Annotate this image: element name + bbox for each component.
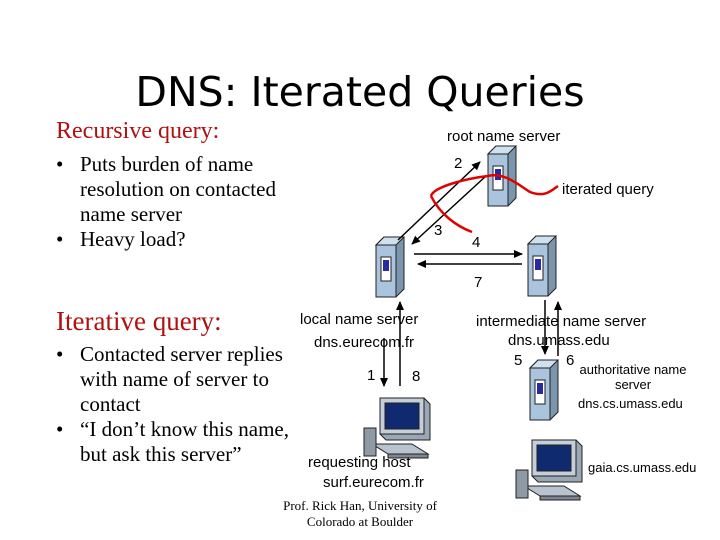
local-server-label: local name server: [300, 311, 419, 328]
iterative-bullet: “I don’t know this name, but ask this se…: [52, 417, 302, 467]
recursive-query-heading: Recursive query:: [56, 118, 220, 144]
iterative-query-heading: Iterative query:: [56, 306, 222, 336]
local-server-icon: [375, 236, 405, 298]
author-credit: Prof. Rick Han, University of Colorado a…: [283, 498, 437, 529]
authoritative-server-icon: [529, 359, 559, 421]
target-host-name: gaia.cs.umass.edu: [588, 460, 697, 475]
root-server-label: root name server: [447, 128, 561, 145]
requesting-host-name: surf.eurecom.fr: [323, 474, 424, 491]
authoritative-server-host: dns.cs.umass.edu: [578, 396, 683, 411]
iterated-query-annotation-curve: [429, 195, 473, 234]
step-3-arrow: [411, 175, 487, 245]
iterated-query-label: iterated query: [562, 181, 654, 198]
requesting-host-label: requesting host: [308, 454, 411, 471]
step-1-number: 1: [367, 367, 376, 384]
requesting-host-pc-icon: [363, 397, 431, 459]
page-title: DNS: Iterated Queries: [135, 68, 585, 116]
step-7-number: 7: [474, 274, 483, 291]
step-3-number: 3: [434, 222, 443, 239]
intermediate-server-label: intermediate name server: [476, 313, 647, 330]
authoritative-server-label: authoritative name server: [579, 362, 687, 392]
recursive-bullet: Heavy load?: [52, 227, 302, 252]
intermediate-server-icon: [527, 235, 557, 297]
recursive-bullet: Puts burden of name resolution on contac…: [52, 152, 302, 227]
iterative-bullet: Contacted server replies with name of se…: [52, 342, 302, 417]
step-6-number: 6: [566, 352, 575, 369]
target-host-pc-icon: [515, 439, 583, 501]
iterative-bullet-list: Contacted server replies with name of se…: [52, 342, 302, 467]
step-4-number: 4: [472, 234, 481, 251]
step-2-arrow: [397, 161, 481, 241]
step-8-number: 8: [412, 368, 421, 385]
step-5-number: 5: [514, 352, 523, 369]
intermediate-server-host: dns.umass.edu: [508, 332, 610, 349]
step-2-number: 2: [454, 155, 463, 172]
recursive-bullet-list: Puts burden of name resolution on contac…: [52, 152, 302, 252]
iterated-query-annotation-curve: [429, 174, 559, 197]
local-server-host: dns.eurecom.fr: [314, 334, 415, 351]
